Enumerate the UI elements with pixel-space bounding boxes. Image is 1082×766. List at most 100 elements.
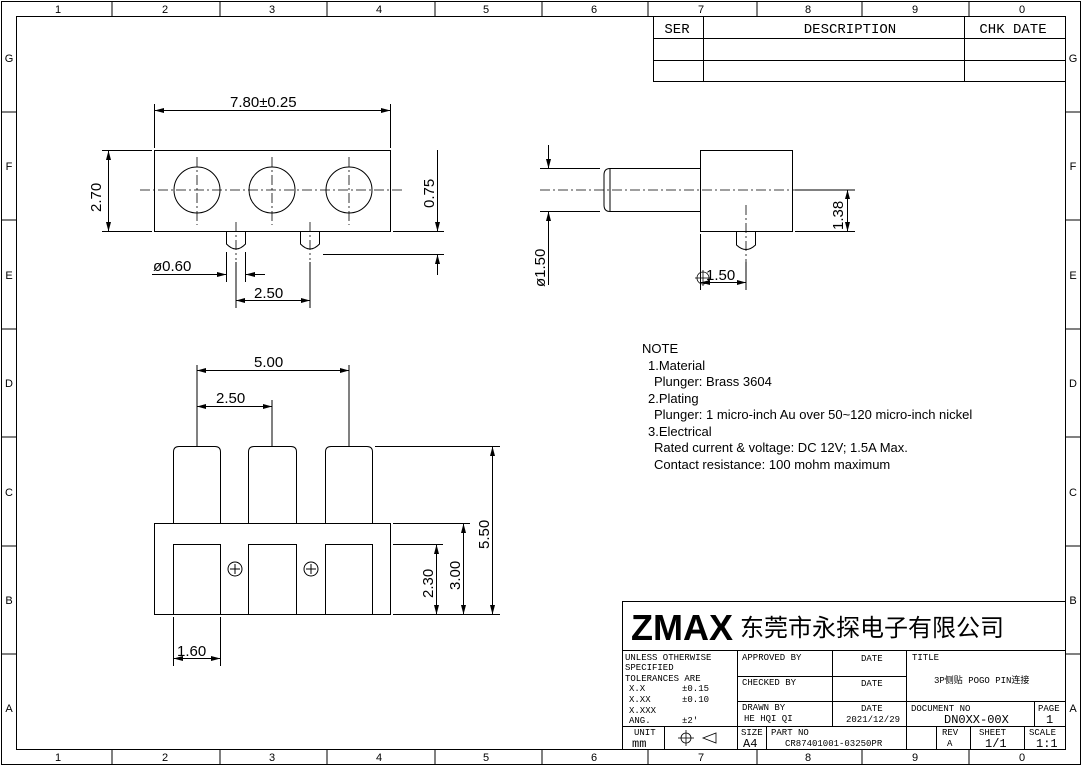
- col-label-top: 5: [483, 4, 489, 16]
- zone-labels: 1 2 3 4 5 6 7 8 9 0 1 2 3 4 5 6 7 8 9 0 …: [5, 4, 1078, 764]
- front-view: [102, 104, 444, 308]
- size-value: A4: [743, 737, 757, 751]
- dim-offset: 0.75: [421, 179, 438, 208]
- col-label-bottom: 0: [1019, 752, 1025, 764]
- tolerance-header: UNLESS OTHERWISE: [625, 653, 711, 663]
- top-pin: [248, 446, 297, 524]
- size-label: SIZE: [741, 728, 763, 738]
- unit-label: UNIT: [634, 728, 656, 738]
- front-view-dims: 7.80±0.25 2.70 0.75 ø0.60 2.50: [88, 94, 438, 302]
- col-label-top: 2: [162, 4, 168, 16]
- row-label-left: C: [5, 487, 13, 499]
- dim-body-h: 3.00: [447, 561, 464, 590]
- col-label-top: 6: [591, 4, 597, 16]
- col-label-bottom: 7: [698, 752, 704, 764]
- document-value: DN0XX-00X: [944, 713, 1009, 727]
- tolerance-value: ±2': [682, 716, 698, 726]
- row-label-left: D: [5, 378, 13, 390]
- notes-block: NOTE 1.Material Plunger: Brass 3604 2.Pl…: [642, 341, 972, 473]
- checked-by-label: CHECKED BY: [742, 678, 797, 688]
- dim-width-total: 7.80±0.25: [230, 94, 297, 111]
- front-view-arrows: [106, 108, 440, 303]
- row-label-right: C: [1069, 487, 1077, 499]
- title-block: [622, 601, 1066, 750]
- row-label-right: A: [1069, 703, 1077, 715]
- note-electrical-resistance: Contact resistance: 100 mohm maximum: [654, 456, 891, 472]
- title-block-text: ZMAX 东莞市永探电子有限公司 UNLESS OTHERWISE SPECIF…: [625, 607, 1060, 751]
- title-block-projection-icon: [678, 730, 717, 746]
- document-label: DOCUMENT NO: [911, 704, 970, 714]
- note-electrical-heading: 3.Electrical: [648, 423, 712, 439]
- dim-side-h: 1.38: [830, 201, 847, 230]
- col-label-top: 4: [376, 4, 382, 16]
- col-label-bottom: 2: [162, 752, 168, 764]
- projection-symbol-top: [695, 270, 711, 286]
- row-label-left: E: [5, 270, 12, 282]
- side-view-arrows: [546, 159, 850, 285]
- rev-col-description: DESCRIPTION: [804, 22, 896, 38]
- top-view: [154, 365, 500, 666]
- title-label: TITLE: [912, 653, 939, 663]
- sheet-value: 1/1: [985, 737, 1007, 751]
- dim-span: 5.00: [254, 354, 283, 371]
- date-label: DATE: [861, 679, 883, 689]
- row-label-right: G: [1069, 53, 1078, 65]
- note-electrical-rating: Rated current & voltage: DC 12V; 1.5A Ma…: [654, 440, 908, 455]
- col-label-bottom: 4: [376, 752, 382, 764]
- tolerance-header: TOLERANCES ARE: [625, 674, 701, 684]
- dim-side-dia: ø1.50: [532, 249, 549, 287]
- col-label-bottom: 9: [912, 752, 918, 764]
- dim-pin-dia: ø0.60: [153, 258, 191, 275]
- front-body: [154, 150, 391, 232]
- tolerance-header: SPECIFIED: [625, 663, 674, 673]
- top-pin: [325, 446, 373, 524]
- col-label-top: 1: [55, 4, 61, 16]
- top-body: [154, 523, 391, 615]
- col-label-top: 3: [269, 4, 275, 16]
- part-no-label: PART NO: [771, 728, 809, 738]
- title-value: 3P侧贴 POGO PIN连接: [934, 674, 1029, 686]
- note-material-body: Plunger: Brass 3604: [654, 374, 772, 389]
- sheet-label: SHEET: [979, 728, 1007, 738]
- side-body: [700, 150, 793, 232]
- dim-pitch-top: 2.50: [254, 285, 283, 302]
- col-label-bottom: 6: [591, 752, 597, 764]
- tolerance-value: ±0.15: [682, 684, 709, 694]
- revision-table: SER DESCRIPTION CHK DATE: [653, 16, 1066, 82]
- drawn-by-name: HE HQI QI: [744, 714, 793, 724]
- note-plating-heading: 2.Plating: [648, 390, 699, 406]
- col-label-bottom: 5: [483, 752, 489, 764]
- rev-col-chk-date: CHK DATE: [979, 22, 1046, 38]
- drawn-by-label: DRAWN BY: [742, 703, 786, 713]
- note-plating-body: Plunger: 1 micro-inch Au over 50~120 mic…: [654, 407, 973, 422]
- col-label-top: 8: [805, 4, 811, 16]
- scale-value: 1:1: [1036, 737, 1058, 751]
- dim-side-w: 1.50: [706, 267, 735, 284]
- row-label-right: B: [1069, 595, 1076, 607]
- col-label-bottom: 1: [55, 752, 61, 764]
- col-label-top: 7: [698, 4, 704, 16]
- col-label-top: 0: [1019, 4, 1025, 16]
- row-label-left: B: [5, 595, 12, 607]
- dim-height: 2.70: [88, 183, 105, 212]
- tolerance-row: X.XX: [629, 695, 651, 705]
- page-label: PAGE: [1038, 704, 1060, 714]
- row-label-right: D: [1069, 378, 1077, 390]
- rev-value: A: [947, 739, 953, 749]
- notes-title: NOTE: [642, 341, 679, 356]
- tolerance-row: X.X: [629, 684, 646, 694]
- row-label-left: A: [5, 703, 13, 715]
- date-label: DATE: [861, 654, 883, 664]
- company-name: 东莞市永探电子有限公司: [740, 615, 1004, 642]
- row-label-right: E: [1069, 270, 1076, 282]
- top-pin: [173, 446, 221, 524]
- tolerance-row: X.XXX: [629, 706, 657, 716]
- side-view-dims: ø1.50 1.38 1.50: [532, 201, 847, 287]
- row-label-right: F: [1070, 161, 1077, 173]
- tolerance-row: ANG.: [629, 716, 651, 726]
- col-label-top: 9: [912, 4, 918, 16]
- scale-label: SCALE: [1029, 728, 1056, 738]
- unit-value: mm: [632, 737, 646, 751]
- note-material-heading: 1.Material: [648, 357, 706, 373]
